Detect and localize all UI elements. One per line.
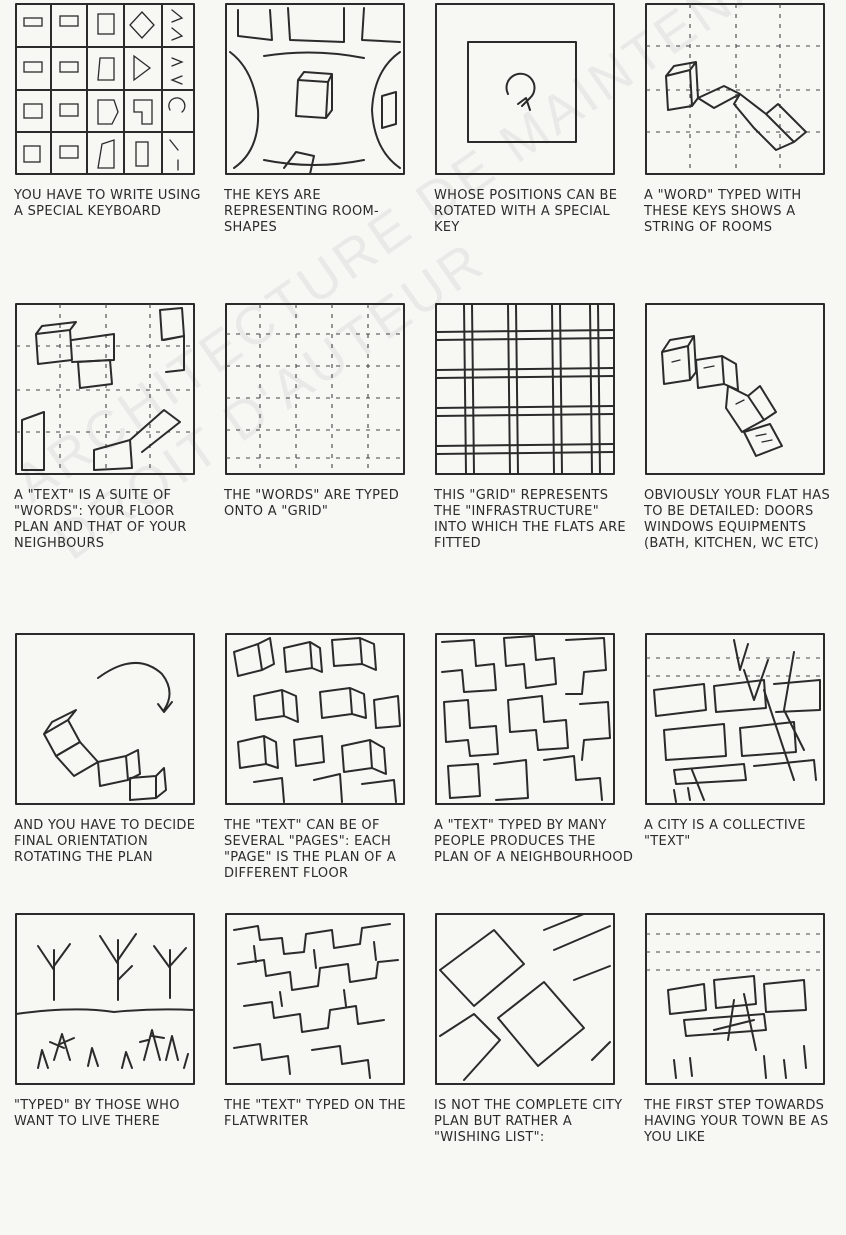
- drawing-several-pages: [224, 630, 409, 810]
- panel-caption: THE "TEXT" CAN BE OF SEVERAL "PAGES": EA…: [224, 818, 424, 882]
- drawing-rotation-key: [434, 0, 619, 180]
- panel-caption: THIS "GRID" REPRESENTS THE "INFRASTRUCTU…: [434, 488, 634, 552]
- panel-caption: A "TEXT" TYPED BY MANY PEOPLE PRODUCES T…: [434, 818, 634, 866]
- panel-caption: AND YOU HAVE TO DECIDE FINAL ORIENTATION…: [14, 818, 214, 866]
- drawing-text-of-words: [14, 300, 199, 480]
- panel-caption: THE "TEXT" TYPED ON THE FLATWRITER: [224, 1098, 424, 1130]
- panel-caption: THE KEYS ARE REPRESENTING ROOM-SHAPES: [224, 188, 424, 236]
- drawing-wishing-list: [434, 910, 619, 1090]
- panel-caption: IS NOT THE COMPLETE CITY PLAN BUT RATHER…: [434, 1098, 634, 1146]
- panel-caption: YOU HAVE TO WRITE USING A SPECIAL KEYBOA…: [14, 188, 214, 220]
- panel-caption: "TYPED" BY THOSE WHO WANT TO LIVE THERE: [14, 1098, 214, 1130]
- panel-caption: THE FIRST STEP TOWARDS HAVING YOUR TOWN …: [644, 1098, 844, 1146]
- drawing-people-trees: [14, 910, 199, 1090]
- drawing-rotating-plan: [14, 630, 199, 810]
- panel-caption: A CITY IS A COLLECTIVE "TEXT": [644, 818, 844, 850]
- panel-caption: A "TEXT" IS A SUITE OF "WORDS": YOUR FLO…: [14, 488, 214, 552]
- panel-caption: OBVIOUSLY YOUR FLAT HAS TO BE DETAILED: …: [644, 488, 844, 552]
- drawing-infrastructure-grid: [434, 300, 619, 480]
- drawing-key-room-shapes: [224, 0, 409, 180]
- drawing-neighbourhood: [434, 630, 619, 810]
- drawing-room-string: [644, 0, 829, 180]
- panel-caption: WHOSE POSITIONS CAN BE ROTATED WITH A SP…: [434, 188, 634, 236]
- drawing-dotted-grid: [224, 300, 409, 480]
- panel-caption: THE "WORDS" ARE TYPED ONTO A "GRID": [224, 488, 424, 520]
- drawing-town-view: [644, 910, 829, 1090]
- drawing-keyboard-grid: [14, 0, 199, 180]
- storyboard-grid: YOU HAVE TO WRITE USING A SPECIAL KEYBOA…: [10, 0, 846, 1235]
- drawing-flatwriter-plan: [224, 910, 409, 1090]
- drawing-city-perspective: [644, 630, 829, 810]
- drawing-detailed-flat: [644, 300, 829, 480]
- panel-caption: A "WORD" TYPED WITH THESE KEYS SHOWS A S…: [644, 188, 844, 236]
